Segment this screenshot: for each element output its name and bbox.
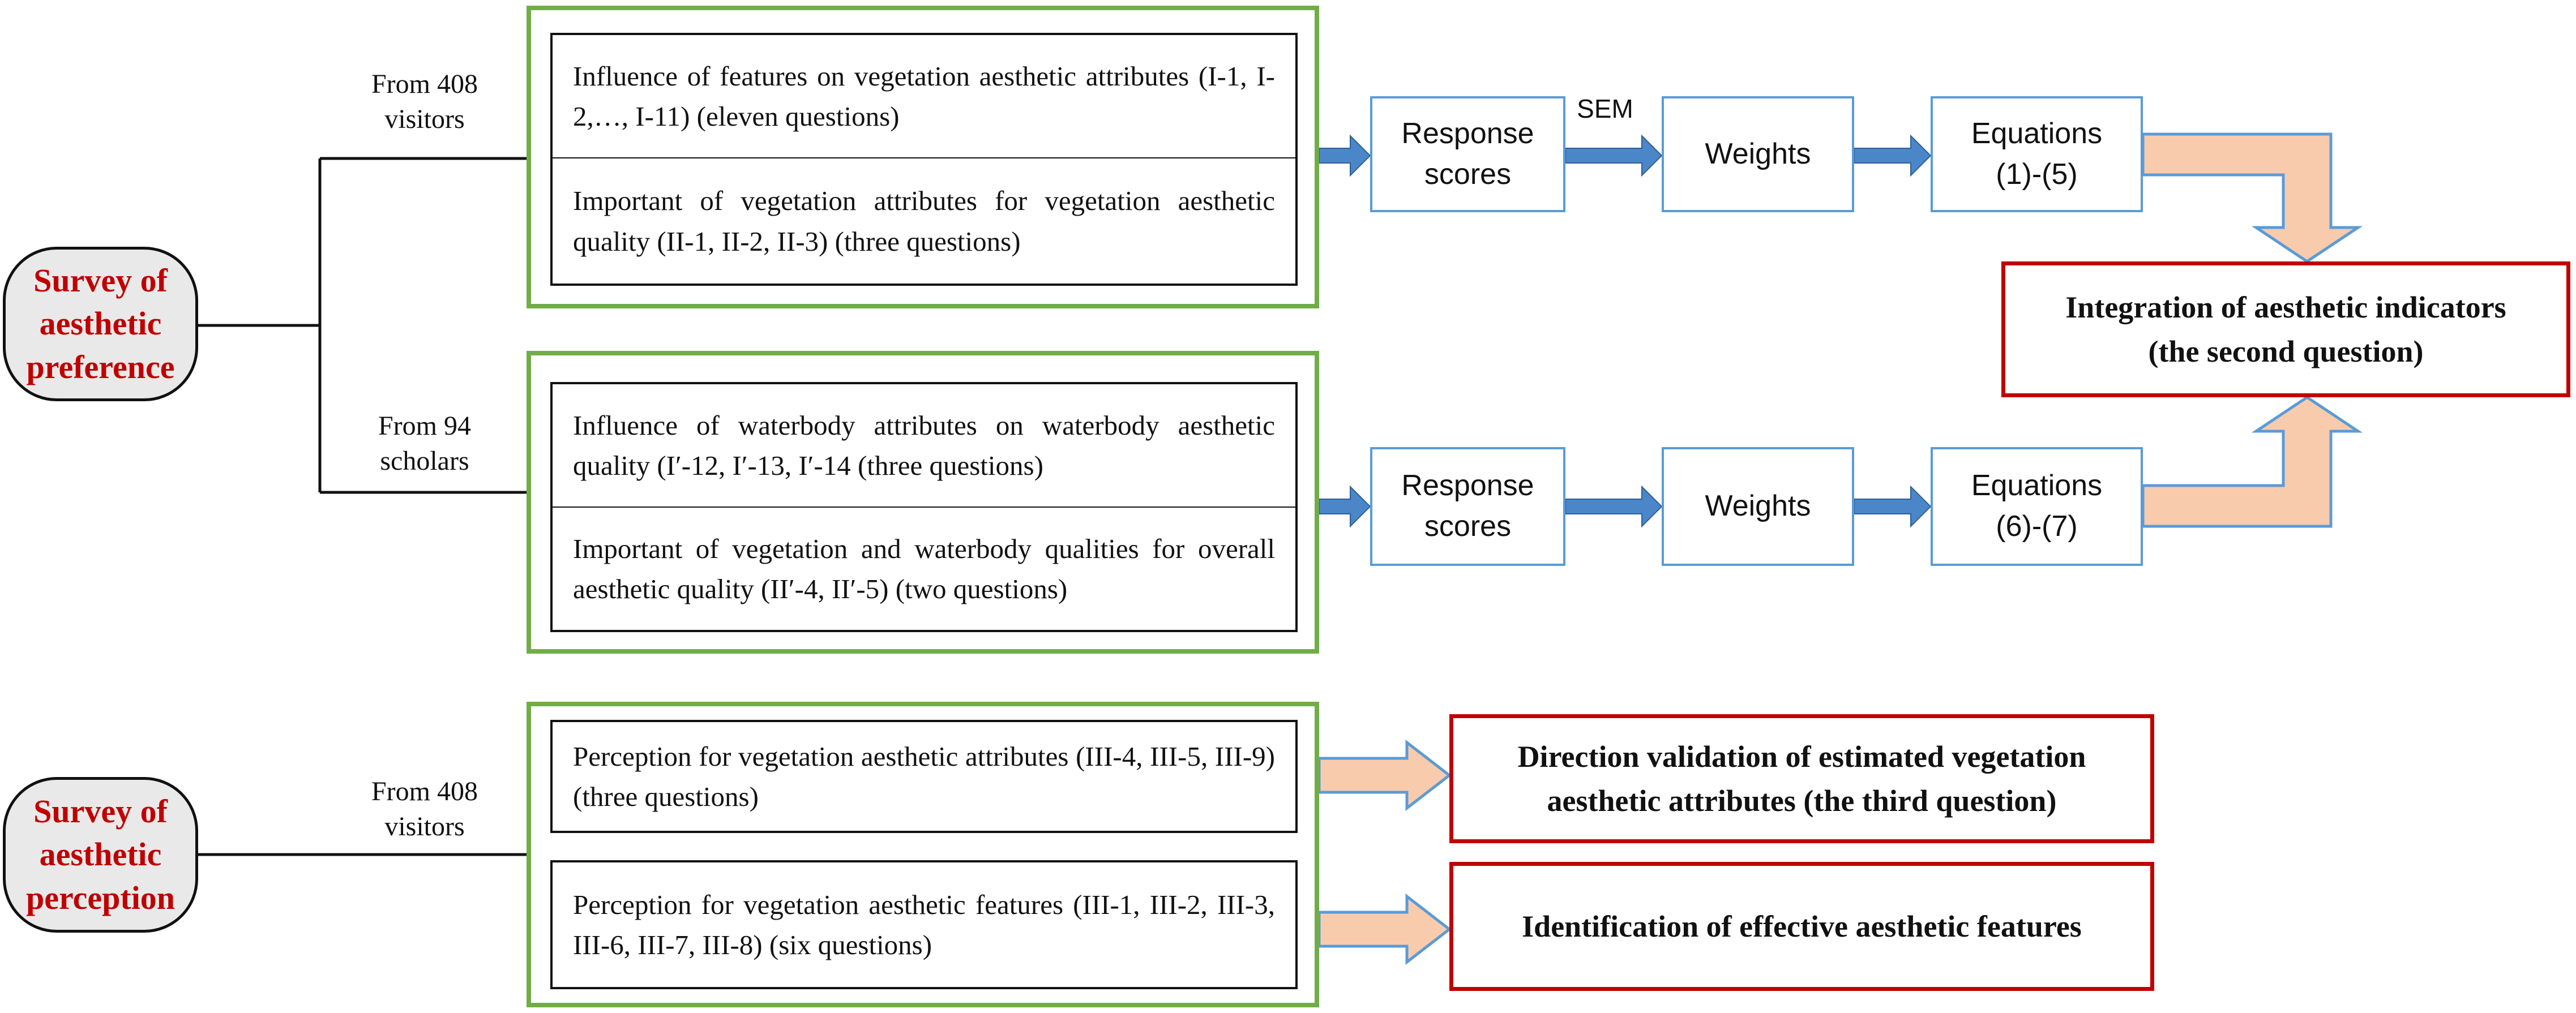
equations-top: Equations (1)-(5) (1931, 96, 2143, 212)
preference-tree-lines (198, 157, 527, 494)
arrow-q-to-response-mid (1319, 485, 1371, 528)
arrow-weights-to-equations-mid (1854, 485, 1932, 528)
equations-mid: Equations (6)-(7) (1931, 447, 2143, 566)
question-box-ii-prime: Important of vegetation and waterbody qu… (550, 506, 1298, 632)
integration-indicators-label: Integration of aesthetic indicators (the… (2065, 290, 2506, 368)
equations-mid-label: Equations (6)-(7) (1971, 469, 2103, 543)
response-scores-top-label: Response scores (1401, 117, 1534, 191)
arrow-equations-mid-to-integration (2141, 395, 2363, 528)
survey-perception-title: Survey of aesthetic perception (25, 792, 176, 916)
perception-question-text-features: Perception for vegetation aesthetic feat… (573, 888, 1275, 960)
question-text-i-prime: Influence of waterbody attributes on wat… (573, 409, 1275, 481)
question-box-i: Influence of features on vegetation aest… (550, 33, 1298, 158)
question-text-ii-prime: Important of vegetation and waterbody qu… (573, 533, 1275, 604)
arrow-equations-top-to-integration (2141, 132, 2363, 264)
question-box-ii: Important of vegetation attributes for v… (550, 157, 1298, 286)
survey-preference-title: Survey of aesthetic preference (26, 261, 175, 385)
arrow-response-to-weights-top (1565, 134, 1663, 177)
weights-mid: Weights (1662, 447, 1854, 566)
wide-arrows (1317, 132, 2363, 965)
perception-question-box-features: Perception for vegetation aesthetic feat… (550, 860, 1298, 989)
weights-mid-label: Weights (1705, 490, 1811, 523)
weights-top: Weights (1662, 96, 1854, 212)
preference-scholars-label: From 94 scholars (378, 411, 471, 477)
question-box-i-prime: Influence of waterbody attributes on wat… (550, 382, 1298, 508)
arrow-weights-to-equations-top (1854, 134, 1932, 177)
weights-top-label: Weights (1705, 137, 1811, 170)
survey-perception-node: Survey of aesthetic perception (3, 777, 198, 933)
integration-indicators-box: Integration of aesthetic indicators (the… (2001, 261, 2570, 397)
arrow-q-to-response-top (1319, 134, 1371, 177)
arrow-response-to-weights-mid (1565, 485, 1663, 528)
perception-visitors-label: From 408 visitors (371, 776, 478, 842)
survey-preference-node: Survey of aesthetic preference (3, 247, 198, 401)
response-scores-mid-label: Response scores (1401, 469, 1534, 543)
direction-validation-box: Direction validation of estimated vegeta… (1449, 714, 2154, 843)
visitor-question-group (527, 6, 1319, 308)
response-scores-top: Response scores (1370, 96, 1565, 212)
identification-box: Identification of effective aesthetic fe… (1449, 862, 2154, 991)
equations-top-label: Equations (1)-(5) (1971, 117, 2103, 191)
response-scores-mid: Response scores (1370, 447, 1565, 566)
arrow-perception-q2-to-identification (1317, 893, 1452, 965)
arrow-perception-q1-to-validation (1317, 739, 1452, 812)
question-text-ii: Important of vegetation attributes for v… (573, 185, 1275, 257)
perception-question-box-attributes: Perception for vegetation aesthetic attr… (550, 720, 1298, 833)
perception-question-text-attributes: Perception for vegetation aesthetic attr… (573, 740, 1275, 812)
perception-question-group (527, 702, 1319, 1007)
preference-visitors-label: From 408 visitors (371, 69, 478, 135)
blue-arrows (1319, 134, 1932, 528)
identification-label: Identification of effective aesthetic fe… (1522, 909, 2082, 943)
direction-validation-label: Direction validation of estimated vegeta… (1517, 739, 2086, 818)
question-text-i: Influence of features on vegetation aest… (573, 60, 1275, 132)
scholar-question-group (527, 351, 1319, 654)
sem-label: SEM (1577, 94, 1633, 123)
